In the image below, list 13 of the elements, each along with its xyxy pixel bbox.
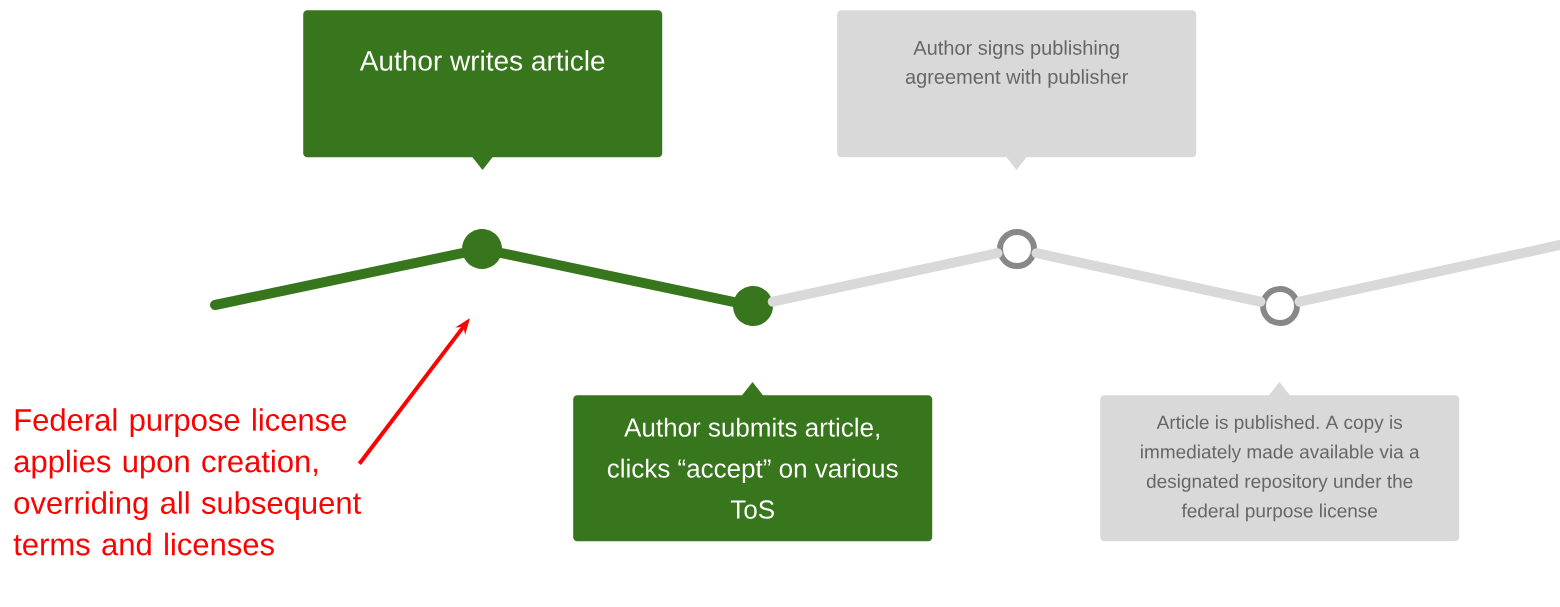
timeline-line xyxy=(1031,248,1266,307)
annotation-text: Federal purpose license applies upon creation, overriding all subsequent terms and licenses xyxy=(13,408,361,556)
timeline-dot xyxy=(997,229,1037,269)
timeline-dot xyxy=(1260,286,1300,326)
timeline-line xyxy=(1294,240,1560,307)
callout-box: Author signs publishing agreement with publisher xyxy=(837,10,1197,170)
timeline-dot xyxy=(733,286,773,326)
callout-box: Article is published. A copy is immediately made available via a designated repository under the federal purpose license xyxy=(1100,382,1460,542)
timeline-dot xyxy=(462,229,502,269)
timeline-line xyxy=(767,248,1003,307)
timeline-line xyxy=(210,248,468,310)
callout-box: Author writes article xyxy=(303,10,663,170)
callout-box: Author submits article, clicks “accept” on various ToS xyxy=(573,382,933,542)
